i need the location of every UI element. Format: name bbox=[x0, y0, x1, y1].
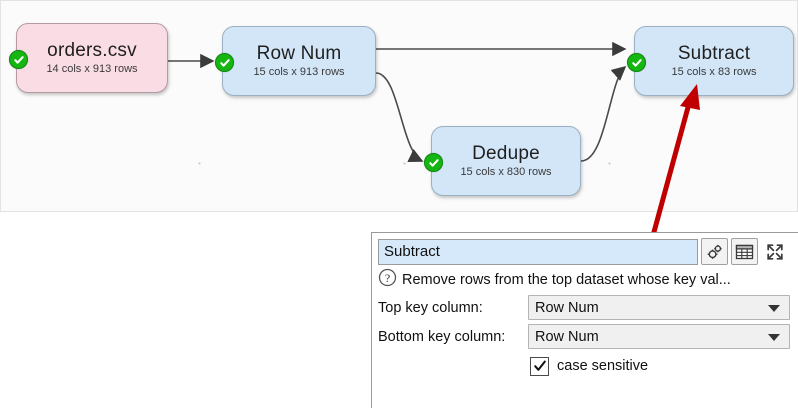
edge-rownum-to-dedupe bbox=[375, 72, 424, 162]
node-subtract[interactable]: Subtract 15 cols x 83 rows bbox=[627, 26, 794, 96]
flow-canvas[interactable]: orders.csv 14 cols x 913 rows Row Num 15… bbox=[0, 0, 798, 212]
node-subtitle: 15 cols x 913 rows bbox=[253, 66, 345, 79]
settings-icon[interactable] bbox=[701, 238, 728, 265]
status-ok-icon bbox=[627, 53, 646, 72]
node-subtitle: 15 cols x 83 rows bbox=[671, 66, 757, 79]
select-value: Row Num bbox=[535, 299, 599, 316]
case-sensitive-checkbox[interactable] bbox=[530, 356, 549, 376]
svg-text:?: ? bbox=[385, 271, 390, 285]
item-name-input[interactable] bbox=[378, 238, 698, 265]
node-title: Row Num bbox=[256, 42, 342, 64]
field-label: Bottom key column: bbox=[378, 328, 506, 345]
field-case-sensitive: case sensitive bbox=[378, 353, 798, 379]
status-ok-icon bbox=[424, 153, 443, 172]
node-subtitle: 14 cols x 913 rows bbox=[46, 63, 138, 76]
node-title: Dedupe bbox=[472, 142, 540, 164]
table-icon[interactable] bbox=[731, 238, 758, 265]
panel-title-row bbox=[378, 238, 798, 265]
flow-connectors bbox=[168, 41, 627, 162]
help-icon[interactable]: ? bbox=[378, 268, 397, 292]
field-label: Top key column: bbox=[378, 299, 483, 316]
edge-dedupe-to-subtract bbox=[580, 65, 627, 162]
help-text: Remove rows from the top dataset whose k… bbox=[402, 272, 731, 288]
node-dedupe[interactable]: Dedupe 15 cols x 830 rows bbox=[424, 126, 581, 196]
chevron-down-icon bbox=[768, 333, 780, 341]
properties-panel: ? Remove rows from the top dataset whose… bbox=[371, 232, 798, 408]
help-row: ? Remove rows from the top dataset whose… bbox=[378, 268, 798, 292]
node-subtitle: 15 cols x 830 rows bbox=[460, 166, 552, 179]
node-title: Subtract bbox=[677, 42, 751, 64]
chevron-down-icon bbox=[768, 304, 780, 312]
bottom-key-column-select[interactable]: Row Num bbox=[528, 324, 790, 349]
node-orders-csv[interactable]: orders.csv 14 cols x 913 rows bbox=[9, 23, 168, 93]
field-bottom-key-column: Bottom key column: Row Num bbox=[378, 324, 798, 349]
status-ok-icon bbox=[9, 50, 28, 69]
node-row-num[interactable]: Row Num 15 cols x 913 rows bbox=[215, 26, 376, 96]
field-top-key-column: Top key column: Row Num bbox=[378, 295, 798, 320]
node-title: orders.csv bbox=[47, 39, 137, 61]
expand-icon[interactable] bbox=[761, 238, 788, 265]
case-sensitive-label: case sensitive bbox=[557, 358, 649, 374]
top-key-column-select[interactable]: Row Num bbox=[528, 295, 790, 320]
status-ok-icon bbox=[215, 53, 234, 72]
select-value: Row Num bbox=[535, 328, 599, 345]
